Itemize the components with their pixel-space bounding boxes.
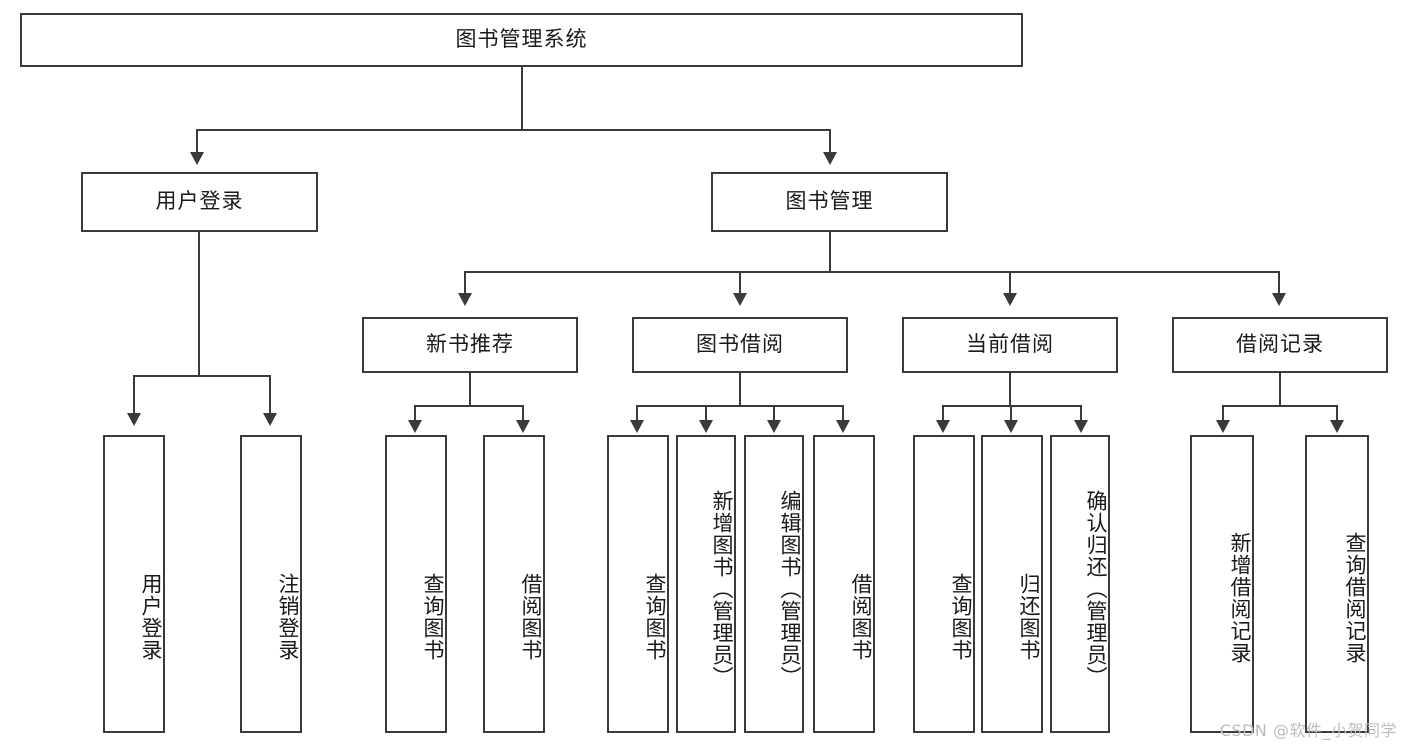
- node-label: 借阅记录: [1236, 332, 1324, 357]
- arrow-book-borrow-leaf-2: [699, 420, 713, 433]
- edge-book-manage-drop-2: [739, 271, 741, 295]
- edge-book-borrow-drop-2: [705, 405, 707, 422]
- edge-book-borrow-drop-1: [636, 405, 638, 422]
- node-label: 归还图书: [1017, 573, 1041, 661]
- node-new-book-rec[interactable]: 新书推荐: [362, 317, 578, 373]
- node-user-login[interactable]: 用户登录: [81, 172, 318, 232]
- node-label: 查询借阅记录: [1343, 532, 1367, 664]
- leaf-borrow-record-1[interactable]: 新增借阅记录: [1190, 435, 1254, 733]
- node-label: 新增借阅记录: [1228, 532, 1252, 664]
- arrow-user-login-leaf-1: [127, 413, 141, 426]
- node-label: 新增图书（管理员）: [710, 490, 734, 688]
- edge-book-manage-drop-3: [1009, 271, 1011, 295]
- arrow-to-user-login: [190, 152, 204, 165]
- edge-current-borrow-bus: [942, 405, 1082, 407]
- leaf-user-login-2[interactable]: 注销登录: [240, 435, 302, 733]
- edge-book-manage-stem: [829, 232, 831, 272]
- node-label: 用户登录: [139, 573, 163, 661]
- edge-book-borrow-drop-4: [842, 405, 844, 422]
- edge-book-borrow-stem: [739, 373, 741, 406]
- arrow-to-book-manage: [823, 152, 837, 165]
- arrow-book-borrow-leaf-1: [630, 420, 644, 433]
- arrow-current-borrow-leaf-1: [936, 420, 950, 433]
- arrow-book-borrow-leaf-3: [767, 420, 781, 433]
- edge-current-borrow-drop-2: [1010, 405, 1012, 422]
- edge-root-to-user-login: [196, 129, 198, 155]
- edge-current-borrow-drop-1: [942, 405, 944, 422]
- arrow-current-borrow-leaf-3: [1074, 420, 1088, 433]
- node-label: 新书推荐: [426, 332, 514, 357]
- node-book-manage[interactable]: 图书管理: [711, 172, 948, 232]
- edge-book-borrow-drop-3: [773, 405, 775, 422]
- edge-new-book-rec-stem: [469, 373, 471, 406]
- arrow-to-book-borrow: [733, 293, 747, 306]
- arrow-new-book-rec-leaf-1: [408, 420, 422, 433]
- arrow-new-book-rec-leaf-2: [516, 420, 530, 433]
- edge-borrow-record-stem: [1279, 373, 1281, 406]
- node-label: 借阅图书: [519, 573, 543, 661]
- edge-root-stem: [521, 67, 523, 130]
- leaf-user-login-1[interactable]: 用户登录: [103, 435, 165, 733]
- node-label: 确认归还（管理员）: [1084, 490, 1108, 688]
- edge-user-login-stem: [198, 232, 200, 376]
- edge-borrow-record-drop-1: [1222, 405, 1224, 422]
- leaf-current-borrow-2[interactable]: 归还图书: [981, 435, 1043, 733]
- edge-current-borrow-drop-3: [1080, 405, 1082, 422]
- csdn-watermark: CSDN @软件_小贺同学: [1219, 721, 1397, 740]
- arrow-to-current-borrow: [1003, 293, 1017, 306]
- node-label: 用户登录: [155, 189, 244, 214]
- arrow-borrow-record-leaf-2: [1330, 420, 1344, 433]
- leaf-book-borrow-3[interactable]: 编辑图书（管理员）: [744, 435, 804, 733]
- edge-book-manage-bus: [464, 271, 1280, 273]
- leaf-book-borrow-4[interactable]: 借阅图书: [813, 435, 875, 733]
- arrow-to-borrow-record: [1272, 293, 1286, 306]
- node-label: 注销登录: [276, 573, 300, 661]
- node-label: 编辑图书（管理员）: [778, 490, 802, 688]
- node-label: 当前借阅: [966, 332, 1054, 357]
- node-label: 查询图书: [421, 573, 445, 661]
- arrow-borrow-record-leaf-1: [1216, 420, 1230, 433]
- edge-current-borrow-stem: [1009, 373, 1011, 406]
- edge-root-to-book-manage: [829, 129, 831, 155]
- edge-new-book-rec-drop-2: [522, 405, 524, 422]
- node-borrow-record[interactable]: 借阅记录: [1172, 317, 1388, 373]
- leaf-new-book-rec-1[interactable]: 查询图书: [385, 435, 447, 733]
- leaf-new-book-rec-2[interactable]: 借阅图书: [483, 435, 545, 733]
- node-label: 查询图书: [949, 573, 973, 661]
- node-label: 查询图书: [643, 573, 667, 661]
- arrow-user-login-leaf-2: [263, 413, 277, 426]
- leaf-current-borrow-3[interactable]: 确认归还（管理员）: [1050, 435, 1110, 733]
- leaf-book-borrow-1[interactable]: 查询图书: [607, 435, 669, 733]
- arrow-to-new-book-rec: [458, 293, 472, 306]
- node-label: 图书管理: [785, 189, 874, 214]
- leaf-borrow-record-2[interactable]: 查询借阅记录: [1305, 435, 1369, 733]
- node-book-borrow[interactable]: 图书借阅: [632, 317, 848, 373]
- leaf-current-borrow-1[interactable]: 查询图书: [913, 435, 975, 733]
- edge-book-manage-drop-1: [464, 271, 466, 295]
- edge-borrow-record-bus: [1222, 405, 1338, 407]
- edge-user-login-bus: [133, 375, 271, 377]
- edge-new-book-rec-drop-1: [414, 405, 416, 422]
- node-label: 借阅图书: [849, 573, 873, 661]
- node-label: 图书借阅: [696, 332, 784, 357]
- edge-root-bus: [196, 129, 831, 131]
- arrow-current-borrow-leaf-2: [1004, 420, 1018, 433]
- node-root-system[interactable]: 图书管理系统: [20, 13, 1023, 67]
- node-current-borrow[interactable]: 当前借阅: [902, 317, 1118, 373]
- edge-book-borrow-bus: [636, 405, 844, 407]
- edge-book-manage-drop-4: [1278, 271, 1280, 295]
- edge-new-book-rec-bus: [414, 405, 524, 407]
- arrow-book-borrow-leaf-4: [836, 420, 850, 433]
- edge-user-login-drop-2: [269, 375, 271, 415]
- node-label: 图书管理系统: [455, 27, 588, 52]
- edge-borrow-record-drop-2: [1336, 405, 1338, 422]
- edge-user-login-drop-1: [133, 375, 135, 415]
- leaf-book-borrow-2[interactable]: 新增图书（管理员）: [676, 435, 736, 733]
